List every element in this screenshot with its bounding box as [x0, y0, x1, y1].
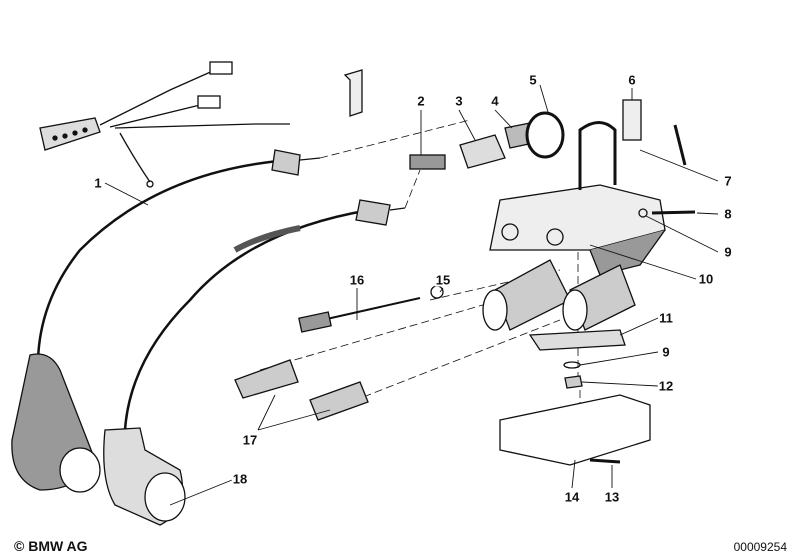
- callout-3: 3: [454, 93, 464, 109]
- drawing-number: 00009254: [733, 540, 787, 554]
- cap-6-drawing: [622, 99, 642, 141]
- callout-7: 7: [723, 173, 733, 189]
- callout-4: 4: [490, 93, 500, 109]
- copyright-label: © BMW AG: [14, 538, 88, 554]
- callout-14: 14: [563, 489, 581, 505]
- callout-10: 10: [697, 271, 715, 287]
- cable-18-drawing: [103, 199, 406, 526]
- cover-14-drawing: [499, 394, 651, 466]
- holder-11-drawing: [528, 329, 626, 351]
- callout-17: 17: [241, 432, 259, 448]
- callout-15: 15: [434, 272, 452, 288]
- leader-lines: [104, 84, 719, 506]
- callout-12: 12: [657, 378, 675, 394]
- screw-13-drawing: [589, 458, 621, 464]
- callout-13: 13: [603, 489, 621, 505]
- clip-15-drawing: [430, 285, 444, 299]
- callout-8: 8: [723, 206, 733, 222]
- assembly-lines: [259, 119, 581, 460]
- screw-drawing: [673, 124, 687, 166]
- cable-1-drawing: [11, 149, 321, 493]
- nut-3-drawing: [459, 134, 506, 169]
- callout-9: 9: [723, 244, 733, 260]
- callout-2: 2: [416, 93, 426, 109]
- nut-12-drawing: [564, 375, 583, 389]
- bracket-drawing: [343, 69, 363, 117]
- callout-9b: 9: [661, 344, 671, 360]
- callout-11: 11: [658, 310, 674, 326]
- bolt-8-drawing: [651, 210, 696, 215]
- sleeve-2-drawing: [409, 154, 446, 170]
- washer-9-drawing: [638, 208, 648, 218]
- clamp-5-drawing: [525, 111, 565, 159]
- coil-bracket-10-drawing: [489, 121, 666, 276]
- plug-17a-drawing: [234, 359, 299, 399]
- plug-17b-drawing: [309, 381, 369, 421]
- callout-5: 5: [528, 72, 538, 88]
- callout-6: 6: [627, 72, 637, 88]
- callout-16: 16: [348, 272, 366, 288]
- callout-18: 18: [231, 471, 249, 487]
- ignition-coils-drawing: [482, 259, 636, 331]
- wiring-harness: [39, 61, 290, 188]
- callout-1: 1: [93, 175, 103, 191]
